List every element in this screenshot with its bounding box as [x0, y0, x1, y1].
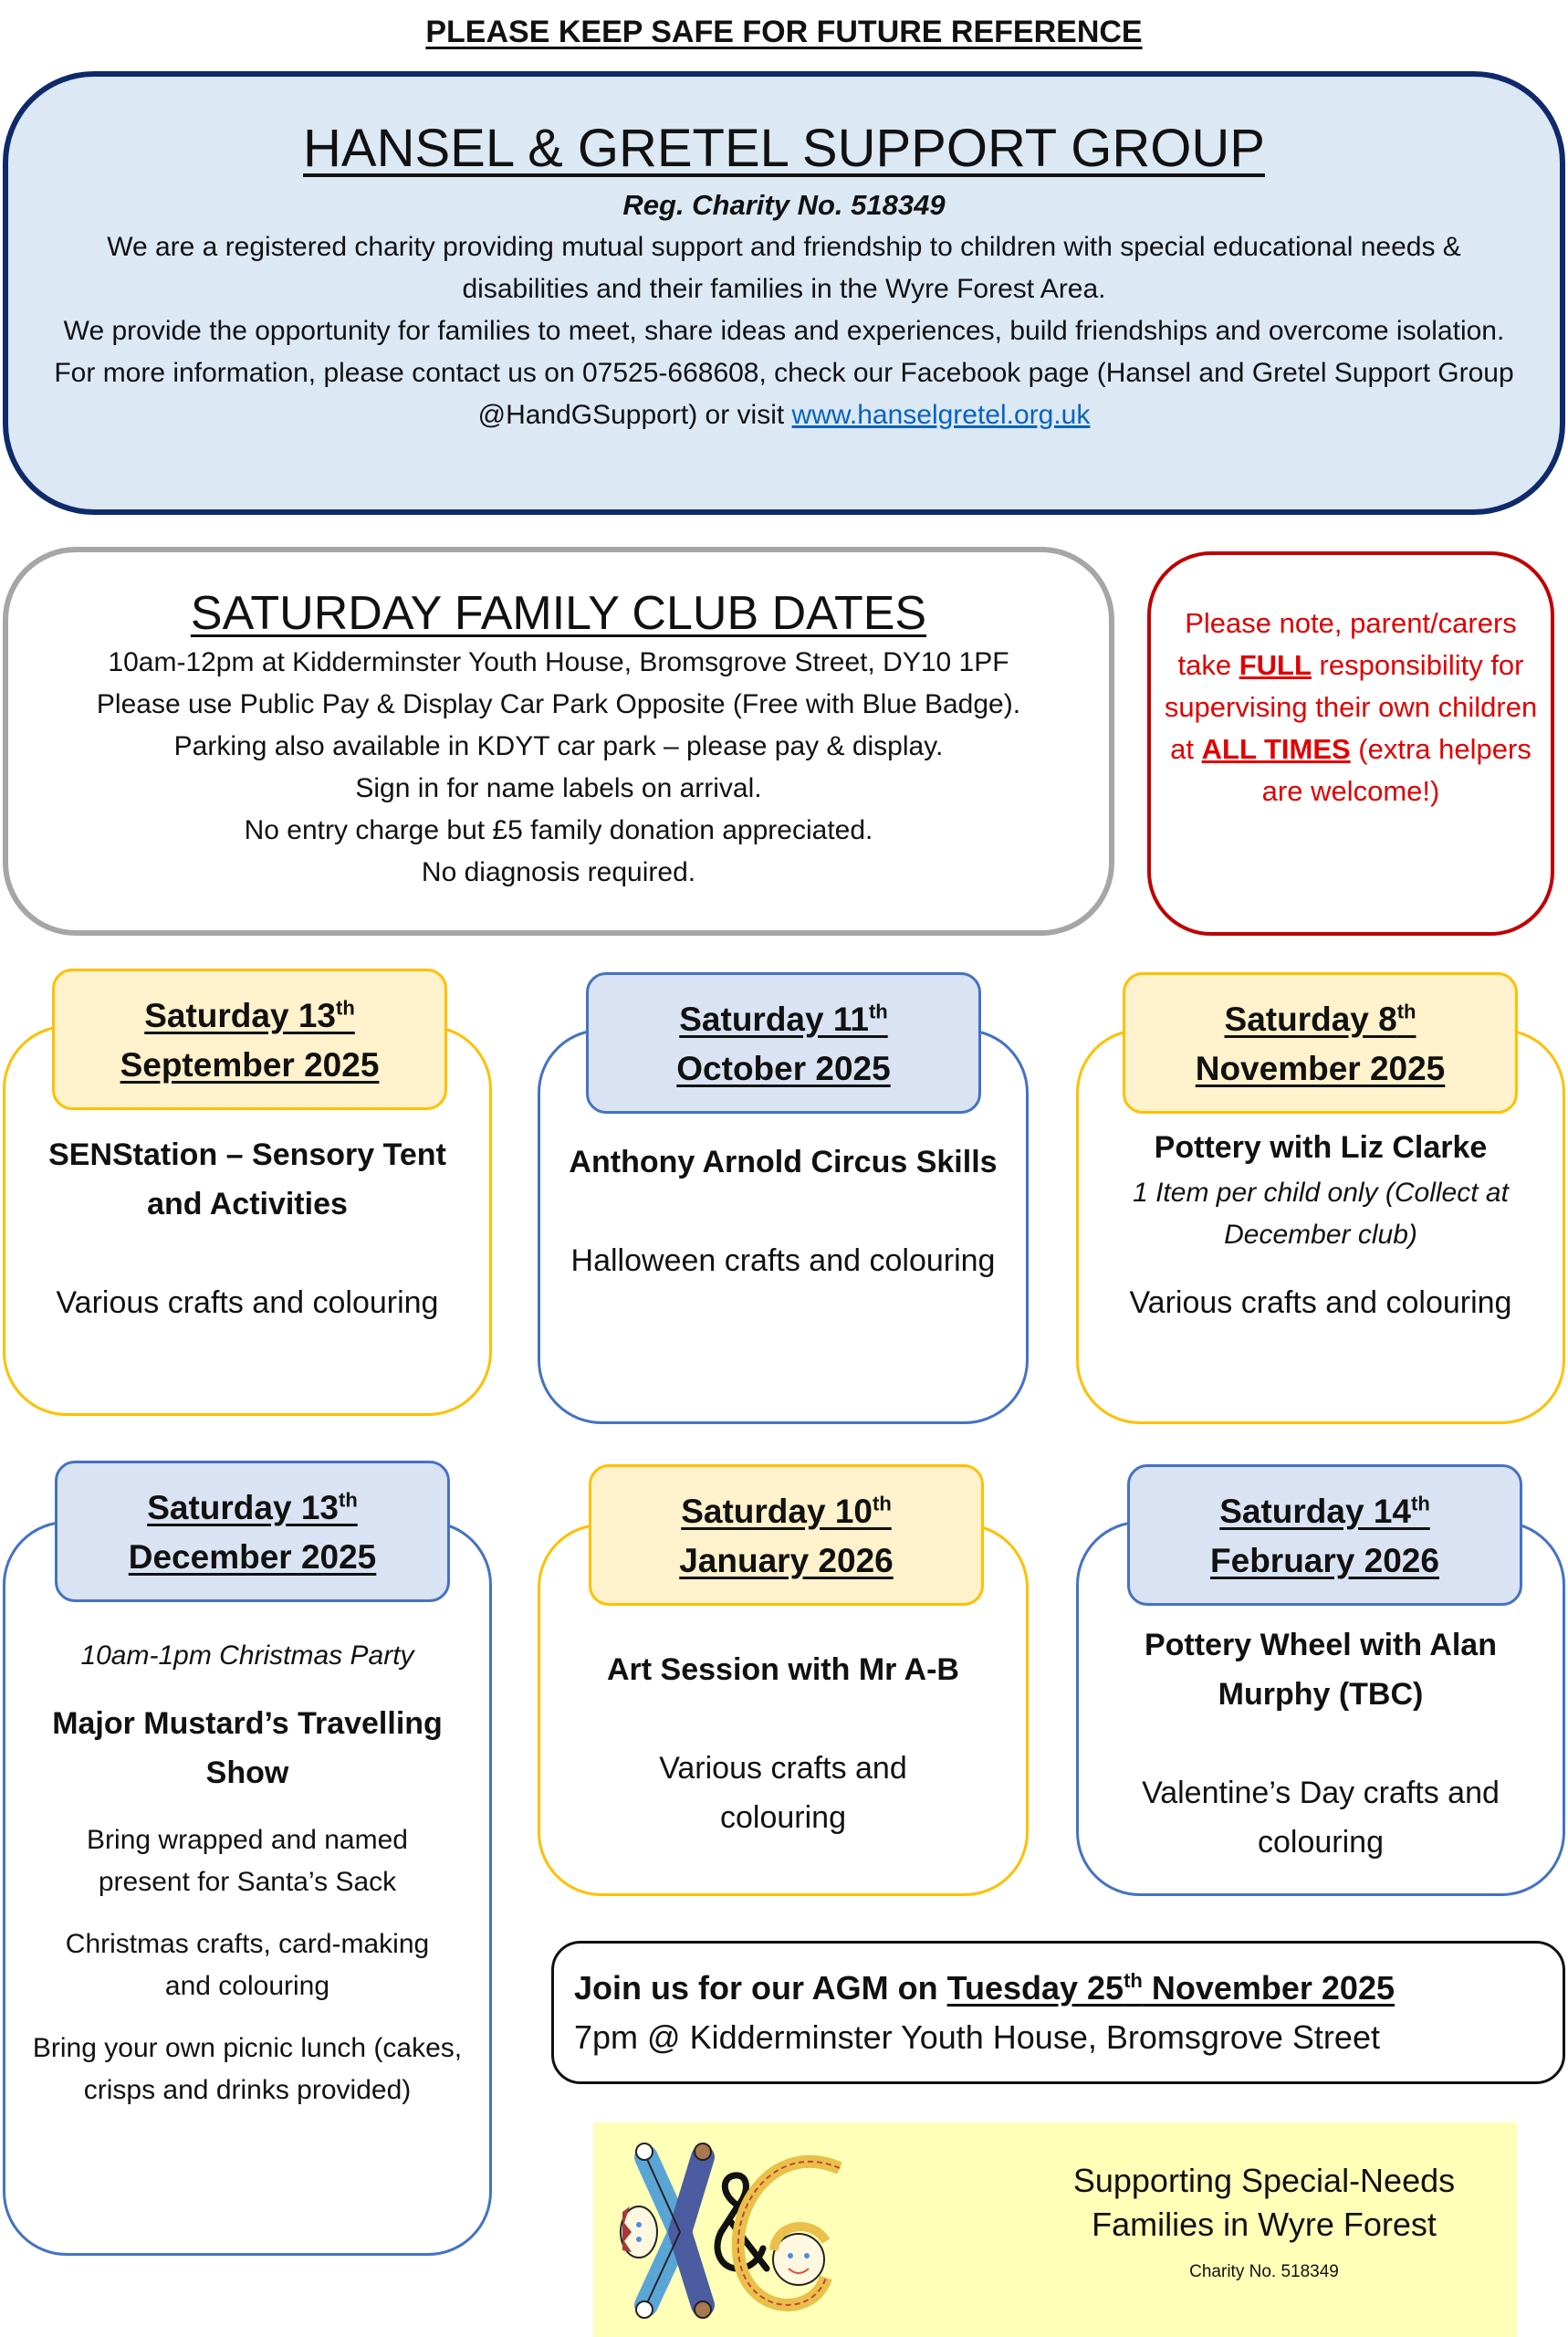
date-month: October 2025	[676, 1050, 891, 1087]
note-text: Please note, parent/carers take	[1177, 607, 1517, 681]
event-title: SENStation – Sensory Tent and Activities	[48, 1137, 446, 1221]
club-dates-box: SATURDAY FAMILY CLUB DATES 10am-12pm at …	[3, 547, 1114, 936]
agm-date-month: November 2025	[1142, 1969, 1395, 2007]
responsibility-note: Please note, parent/carers take FULL res…	[1147, 551, 1554, 936]
event-desc: Various crafts and colouring	[56, 1285, 439, 1320]
agm-location: 7pm @ Kidderminster Youth House, Bromsgr…	[574, 2018, 1380, 2056]
logo-tagline: Supporting Special-Needs Families in Wyr…	[1072, 2162, 1456, 2243]
date-month: November 2025	[1195, 1050, 1446, 1087]
contact-text: For more information, please contact us …	[54, 358, 1514, 430]
group-title: HANSEL & GRETEL SUPPORT GROUP	[303, 119, 1265, 178]
club-line: No diagnosis required.	[421, 857, 696, 887]
event-extra: Christmas crafts, card-making and colour…	[65, 1929, 430, 2001]
date-suffix: th	[339, 1488, 358, 1512]
date-suffix: th	[1411, 1492, 1430, 1515]
hansel-gretel-logo	[620, 2143, 842, 2319]
agm-date: Tuesday 25	[946, 1969, 1124, 2007]
logo-charity-number: Charity No. 518349	[1189, 2262, 1339, 2281]
note-emphasis: FULL	[1239, 649, 1312, 681]
website-link[interactable]: www.hanselgretel.org.uk	[791, 400, 1091, 430]
group-purpose: We provide the opportunity for families …	[63, 316, 1505, 346]
event-desc: Various crafts and colouring	[1129, 1285, 1512, 1320]
agm-notice: Join us for our AGM on Tuesday 25th Nove…	[551, 1941, 1565, 2084]
club-line: Sign in for name labels on arrival.	[355, 773, 762, 803]
event-extra: Bring your own picnic lunch (cakes, cris…	[32, 2033, 463, 2105]
agm-date-suffix: th	[1124, 1969, 1143, 1992]
event-extra: Bring wrapped and named present for Sant…	[87, 1825, 408, 1897]
event-title: Pottery Wheel with Alan Murphy (TBC)	[1144, 1628, 1497, 1712]
group-info-box: HANSEL & GRETEL SUPPORT GROUP Reg. Chari…	[3, 71, 1565, 515]
note-text: responsibility for supervising their own…	[1164, 649, 1538, 765]
event-note: 1 Item per child only (Collect at Decemb…	[1133, 1178, 1509, 1250]
keep-safe-notice: PLEASE KEEP SAFE FOR FUTURE REFERENCE	[425, 15, 1143, 49]
date-day: Saturday 8	[1224, 1001, 1397, 1038]
date-month: December 2025	[128, 1538, 377, 1576]
event-desc: Valentine’s Day crafts and colouring	[1142, 1776, 1500, 1860]
date-day: Saturday 10	[681, 1493, 873, 1530]
group-description: We are a registered charity providing mu…	[107, 232, 1461, 304]
agm-intro: Join us for our AGM on	[574, 1969, 947, 2007]
date-suffix: th	[873, 1492, 892, 1515]
event-title: Anthony Arnold Circus Skills	[569, 1145, 998, 1179]
logo-banner: Supporting Special-Needs Families in Wyr…	[593, 2122, 1517, 2337]
club-line: Please use Public Pay & Display Car Park…	[96, 689, 1021, 719]
event-note: 10am-1pm Christmas Party	[80, 1640, 414, 1671]
event-desc: Various crafts and colouring	[659, 1751, 907, 1835]
event-title: Art Session with Mr A-B	[607, 1652, 959, 1687]
club-line: No entry charge but £5 family donation a…	[244, 815, 873, 845]
event-title: Major Mustard’s Travelling Show	[52, 1706, 443, 1790]
date-suffix: th	[336, 996, 355, 1020]
charity-number: Reg. Charity No. 518349	[622, 189, 946, 221]
event-title: Pottery with Liz Clarke	[1154, 1130, 1488, 1165]
date-day: Saturday 11	[679, 1001, 869, 1038]
note-emphasis: ALL TIMES	[1201, 733, 1351, 765]
date-day: Saturday 13	[147, 1489, 339, 1526]
club-line: Parking also available in KDYT car park …	[173, 731, 944, 761]
date-day: Saturday 13	[144, 997, 336, 1034]
event-desc: Halloween crafts and colouring	[570, 1243, 996, 1278]
date-suffix: th	[1396, 1000, 1416, 1023]
club-line: 10am-12pm at Kidderminster Youth House, …	[108, 647, 1009, 677]
date-day: Saturday 14	[1219, 1493, 1411, 1530]
club-title: SATURDAY FAMILY CLUB DATES	[190, 587, 927, 640]
date-suffix: th	[868, 1000, 888, 1023]
date-month: September 2025	[120, 1046, 380, 1084]
date-month: January 2026	[679, 1542, 894, 1579]
logo-text: Supporting Special-Needs Families in Wyr…	[1022, 2159, 1506, 2283]
contact-info: For more information, please contact us …	[8, 352, 1560, 436]
date-month: February 2026	[1210, 1542, 1439, 1579]
note-text: (extra helpers are welcome!)	[1261, 733, 1531, 807]
